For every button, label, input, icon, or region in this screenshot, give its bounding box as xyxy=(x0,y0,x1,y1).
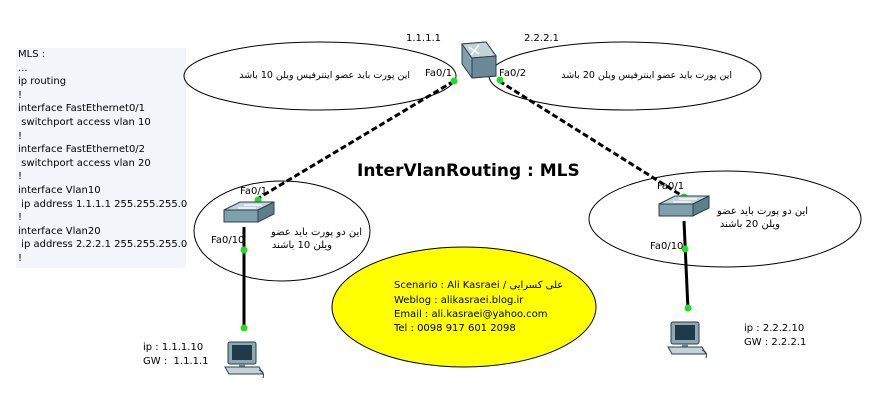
switch-left-port-down: Fa0/10 xyxy=(211,235,245,246)
switch-left-note-2: ویلن 10 باشند xyxy=(271,240,332,251)
config-line: ! xyxy=(18,89,23,101)
link-mls-switch-right xyxy=(498,79,685,199)
pc-right-gw: GW : 2.2.2.1 xyxy=(744,337,807,348)
mls-ip-right: 2.2.2.1 xyxy=(524,33,559,44)
config-line: ! xyxy=(18,212,23,224)
mls-port-right: Fa0/2 xyxy=(499,68,527,79)
mls-note-right: این پورت باید عضو اینترفیس ویلن 20 باشد xyxy=(561,70,732,81)
switch-right-icon xyxy=(658,195,710,217)
pc-right-ip: ip : 2.2.2.10 xyxy=(744,323,805,334)
config-line: MLS : xyxy=(18,49,46,60)
multilayer-switch-icon xyxy=(461,41,497,79)
diagram-title: InterVlanRouting : MLS xyxy=(357,161,580,181)
config-line: ! xyxy=(18,130,23,142)
switch-left-icon xyxy=(223,201,275,223)
config-line: switchport access vlan 20 xyxy=(18,157,151,169)
config-line: switchport access vlan 10 xyxy=(18,117,151,128)
config-line: ! xyxy=(18,253,23,264)
switch-right-ellipse xyxy=(588,170,862,268)
credits-scenario: Scenario : Ali Kasraei / علی کسرایی xyxy=(394,280,564,291)
credits-email: Email : ali.kasraei@yahoo.com xyxy=(394,309,548,320)
mls-port-left: Fa0/1 xyxy=(425,68,453,79)
config-panel xyxy=(16,48,186,268)
pc-right-icon xyxy=(667,321,707,359)
pc-left-ip: ip : 1.1.1.10 xyxy=(143,342,204,353)
config-line: interface Vlan10 xyxy=(18,185,101,196)
config-line: interface FastEthernet0/1 xyxy=(18,103,146,115)
link-switch-right-pc xyxy=(682,220,690,311)
switch-left-ellipse xyxy=(193,180,371,282)
mls-ip-left: 1.1.1.1 xyxy=(406,33,441,44)
config-line: ... xyxy=(18,62,28,74)
mls-note-left: این پورت باید عضو اینترفیس ویلن 10 باشد xyxy=(239,70,410,81)
credits-ellipse xyxy=(331,246,597,368)
credits-weblog: Weblog : alikasraei.blog.ir xyxy=(394,295,524,306)
switch-right-note-2: ویلن 20 باشند xyxy=(719,219,780,230)
switch-left-note-1: این دو پورت باید عضو xyxy=(270,227,362,238)
pc-left-icon xyxy=(224,341,264,379)
link-mls-switch-left xyxy=(256,79,455,201)
config-line: ip address 1.1.1.1 255.255.255.0 xyxy=(18,198,188,210)
config-line: ! xyxy=(18,171,23,183)
pc-left-gw: GW : 1.1.1.1 xyxy=(143,356,209,367)
credits-tel: Tel : 0098 917 601 2098 xyxy=(394,323,516,334)
config-line: interface Vlan20 xyxy=(18,225,101,237)
config-line: ip routing xyxy=(18,76,67,88)
switch-right-port-up: Fa0/1 xyxy=(657,181,685,192)
mls-left-ellipse xyxy=(183,41,457,111)
switch-right-port-down: Fa0/10 xyxy=(650,241,684,252)
config-line: ip address 2.2.2.1 255.255.255.0 xyxy=(18,239,188,251)
switch-right-note-1: این دو پورت باید عضو xyxy=(716,206,808,217)
switch-left-port-up: Fa0/1 xyxy=(240,186,268,197)
config-line: interface FastEthernet0/2 xyxy=(18,144,146,156)
